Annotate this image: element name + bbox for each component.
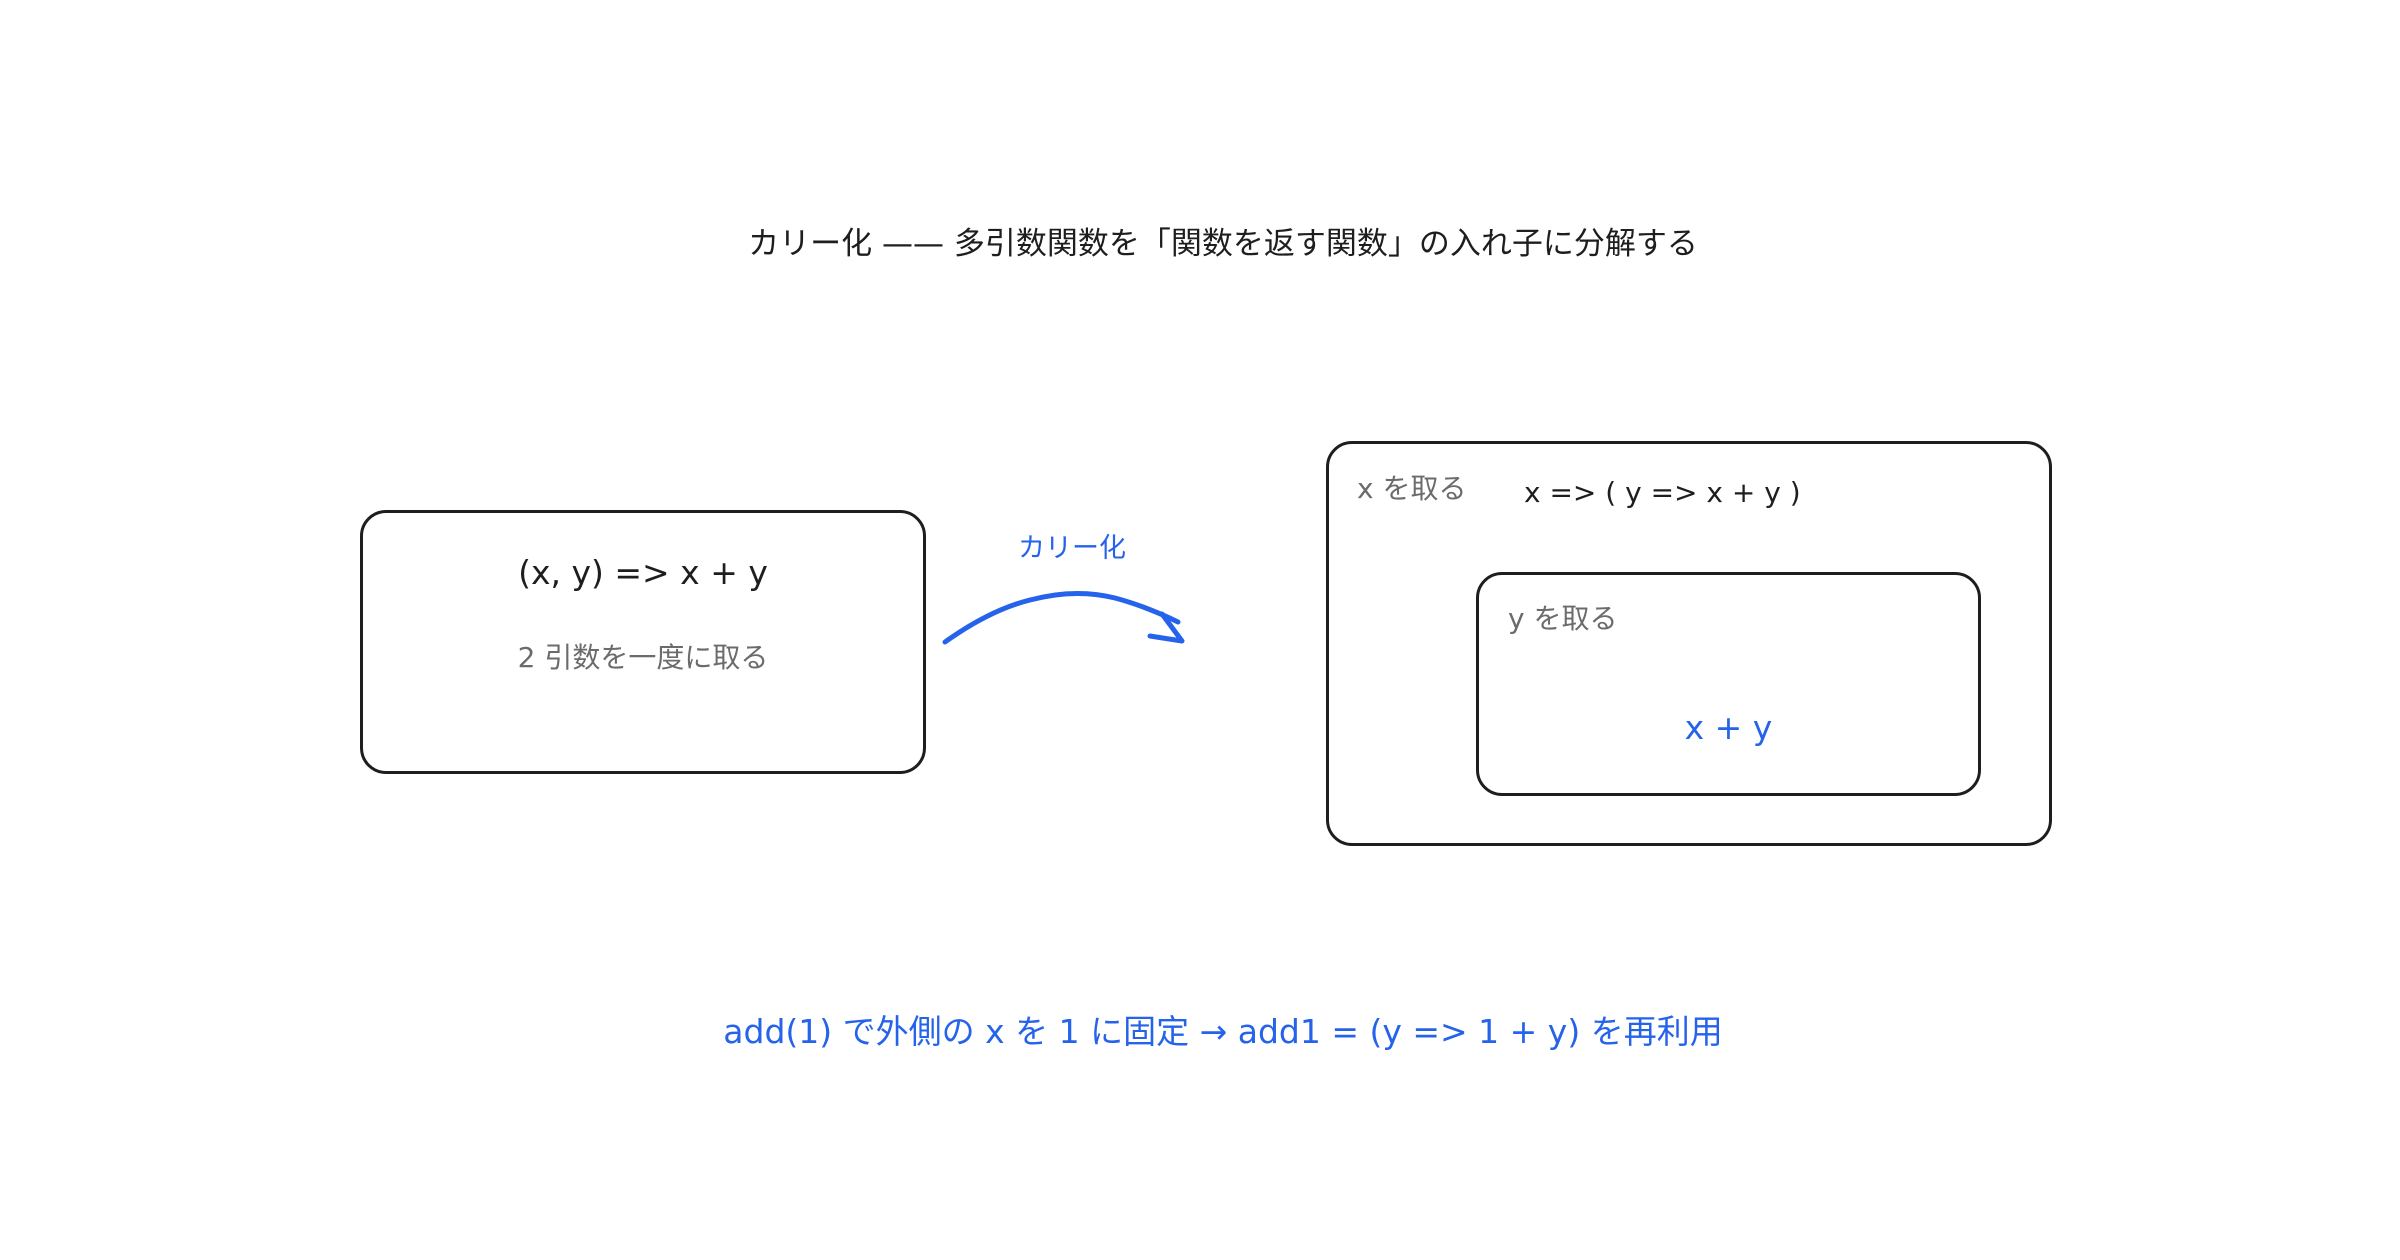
outer-function-box	[1326, 441, 2052, 846]
inner-function-box	[1476, 572, 1981, 796]
curry-arrow-label: カリー化	[1012, 524, 1132, 567]
diagram-title: カリー化 —— 多引数関数を「関数を返す関数」の入れ子に分解する	[748, 226, 1698, 262]
uncurried-caption: 2 引数を一度に取る	[517, 641, 769, 674]
inner-function-label: y を取る	[1508, 602, 1618, 635]
curry-arrow	[942, 591, 1185, 645]
inner-formula: x + y	[1684, 708, 1773, 747]
uncurried-formula: (x, y) => x + y	[518, 553, 768, 592]
outer-function-label: x を取る	[1357, 472, 1467, 505]
uncurried-function-box	[360, 510, 926, 774]
curried-formula: x => ( y => x + y )	[1524, 476, 1801, 509]
partial-application-note: add(1) で外側の x を 1 に固定 → add1 = (y => 1 +…	[723, 1012, 1723, 1051]
